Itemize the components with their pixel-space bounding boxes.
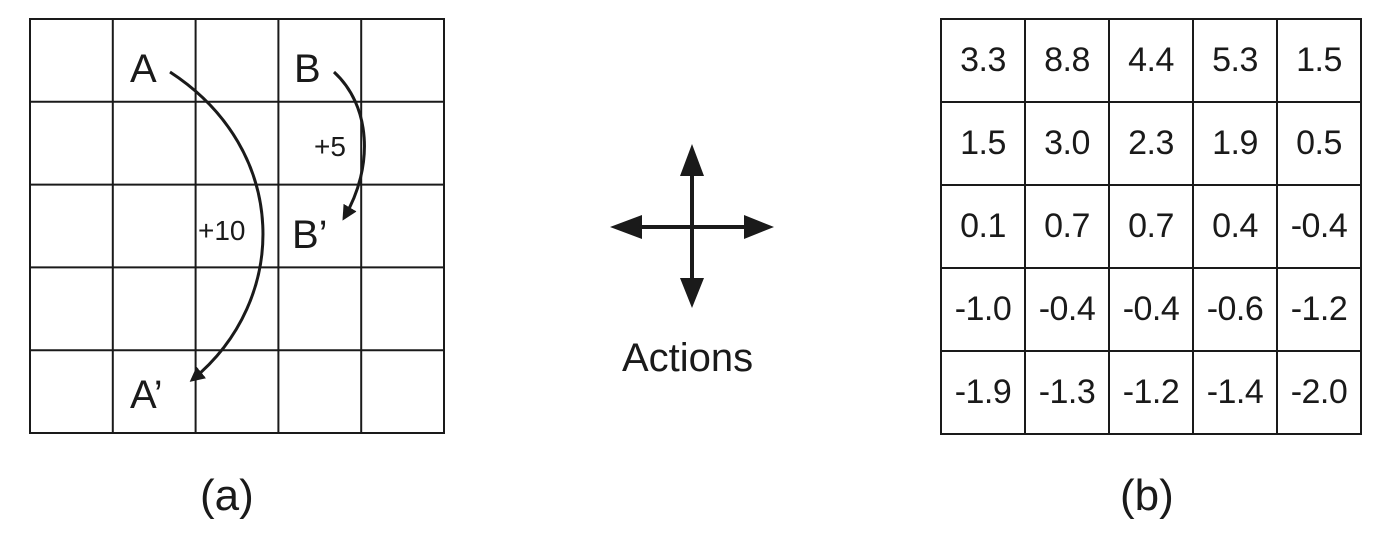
- value-cell: -1.4: [1192, 350, 1278, 435]
- value-cell: 5.3: [1192, 18, 1278, 103]
- value-cell: 1.9: [1192, 101, 1278, 186]
- panel-a-caption: (a): [200, 471, 254, 520]
- table-row: 1.5 3.0 2.3 1.9 0.5: [940, 101, 1362, 186]
- transition-arrow-b: [332, 70, 366, 221]
- table-row: 0.1 0.7 0.7 0.4 -0.4: [940, 184, 1362, 269]
- table-row: -1.0 -0.4 -0.4 -0.6 -1.2: [940, 267, 1362, 352]
- value-cell: 0.4: [1192, 184, 1278, 269]
- value-cell: -1.2: [1276, 267, 1362, 352]
- value-cell: 0.7: [1024, 184, 1110, 269]
- value-cell: 3.3: [940, 18, 1026, 103]
- value-cell: -1.2: [1108, 350, 1194, 435]
- value-cell: 0.1: [940, 184, 1026, 269]
- value-cell: -0.4: [1276, 184, 1362, 269]
- value-cell: -0.6: [1192, 267, 1278, 352]
- reward-b-label: +5: [314, 131, 346, 162]
- value-cell: 1.5: [1276, 18, 1362, 103]
- transition-arrow-a: [169, 70, 265, 382]
- reward-a-label: +10: [198, 215, 246, 246]
- state-value-table: 3.3 8.8 4.4 5.3 1.5 1.5 3.0 2.3 1.9 0.5 …: [940, 18, 1362, 435]
- value-cell: 0.7: [1108, 184, 1194, 269]
- state-b-label: B: [294, 47, 321, 91]
- value-cell: -1.9: [940, 350, 1026, 435]
- table-row: -1.9 -1.3 -1.2 -1.4 -2.0: [940, 350, 1362, 435]
- value-cell: 0.5: [1276, 101, 1362, 186]
- value-cell: -0.4: [1108, 267, 1194, 352]
- value-cell: -1.3: [1024, 350, 1110, 435]
- table-row: 3.3 8.8 4.4 5.3 1.5: [940, 18, 1362, 103]
- state-a-label: A: [130, 47, 157, 91]
- value-cell: -1.0: [940, 267, 1026, 352]
- value-cell: 2.3: [1108, 101, 1194, 186]
- value-cell: -0.4: [1024, 267, 1110, 352]
- value-cell: 4.4: [1108, 18, 1194, 103]
- state-b-prime-label: B’: [292, 213, 328, 257]
- actions-label: Actions: [622, 336, 754, 380]
- state-a-prime-label: A’: [130, 373, 163, 417]
- panel-b-caption: (b): [1120, 471, 1174, 520]
- value-cell: 1.5: [940, 101, 1026, 186]
- gridworld-grid: [29, 18, 445, 434]
- value-cell: 3.0: [1024, 101, 1110, 186]
- value-cell: 8.8: [1024, 18, 1110, 103]
- value-cell: -2.0: [1276, 350, 1362, 435]
